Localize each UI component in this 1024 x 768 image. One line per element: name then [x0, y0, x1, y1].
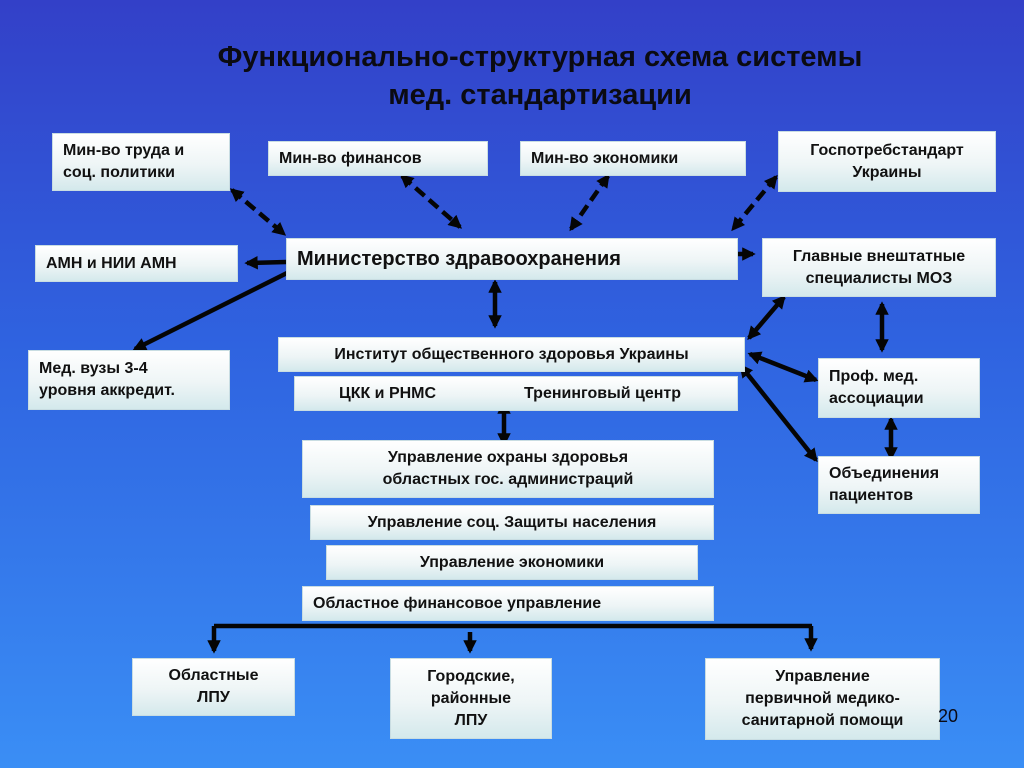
box-upravlenie-soc-label: Управление соц. Защиты населения — [367, 513, 657, 531]
box-institut: Институт общественного здоровья Украины — [278, 337, 745, 372]
box-upravlenie-ekonomiki: Управление экономики — [326, 545, 698, 580]
box-gorodskie-line3: ЛПУ — [454, 711, 488, 729]
box-glavnye-line1: Главные внештатные — [792, 247, 966, 265]
title-line-1: Функционально-структурная схема системы — [217, 41, 863, 73]
box-upravlenie-pervichnoy: Управление первичной медико-санитарной по… — [705, 658, 940, 740]
box-obyed-line1: Объединения — [829, 465, 940, 482]
box-institut-label: Институт общественного здоровья Украины — [334, 345, 689, 363]
box-glavnye-line2: специалисты МОЗ — [805, 269, 953, 287]
arrow-minzdrav-amn — [244, 255, 287, 270]
arrow-institut-obyed — [739, 363, 818, 463]
box-prof-associacii: Проф. мед. ассоциации — [818, 358, 980, 418]
box-oblastnoe-finansovoe-label: Областное финансовое управление — [313, 594, 602, 612]
box-upravlenie-ohrany: Управление охраны здоровья областных гос.… — [302, 440, 714, 498]
box-amn: АМН и НИИ АМН — [35, 245, 238, 282]
box-min-ekonomiki: Мин-во экономики — [520, 141, 746, 176]
arrow-minfin-minzdrav — [399, 174, 463, 229]
box-ckk-trening: ЦКК и РНМС Тренинговый центр — [294, 376, 738, 411]
arrow-institut-prof — [747, 351, 819, 383]
box-min-truda-line2: соц. политики — [63, 164, 175, 181]
box-glavnye-specialisty: Главные внештатные специалисты МОЗ — [762, 238, 996, 297]
slide-title: Функционально-структурная схема системы … — [120, 38, 960, 114]
box-uoz-line1: Управление охраны здоровья — [387, 449, 629, 466]
box-oblastnoe-finansovoe: Областное финансовое управление — [302, 586, 714, 621]
box-upmsp-line2: первичной медико- — [745, 690, 900, 707]
arrow-mintrud-minzdrav — [229, 188, 287, 236]
box-min-finansov: Мин-во финансов — [268, 141, 488, 176]
box-gorodskie-line1: Городские, — [427, 667, 515, 685]
box-med-vuzy-line2: уровня аккредит. — [39, 382, 175, 399]
box-prof-line2: ассоциации — [829, 390, 924, 407]
box-min-truda-line1: Мин-во труда и — [63, 142, 185, 159]
box-ckk-label: ЦКК и РНМС — [339, 384, 437, 402]
box-obyedineniya: Объединения пациентов — [818, 456, 980, 514]
box-oblastnye-lpu-line2: ЛПУ — [197, 689, 230, 706]
box-min-truda: Мин-во труда и соц. политики — [52, 133, 230, 191]
box-upmsp-line3: санитарной помощи — [741, 712, 904, 729]
box-ministerstvo: Министерство здравоохранения — [286, 238, 738, 280]
box-upravlenie-ekonomiki-label: Управление экономики — [419, 553, 605, 571]
page-number: 20 — [938, 706, 959, 726]
box-upravlenie-soc: Управление соц. Защиты населения — [310, 505, 714, 540]
box-amn-label: АМН и НИИ АМН — [46, 254, 177, 272]
arrow-glavnye-institut — [747, 294, 786, 341]
box-prof-line1: Проф. мед. — [829, 368, 919, 385]
box-gospotrebstandart-line1: Госпотребстандарт — [810, 141, 964, 159]
arrow-mineco-minzdrav — [569, 173, 610, 232]
title-line-2: мед. стандартизации — [388, 79, 692, 111]
box-gorodskie-line2: районные — [430, 689, 512, 707]
box-obyed-line2: пациентов — [829, 487, 914, 504]
box-min-ekonomiki-label: Мин-во экономики — [531, 149, 679, 167]
box-upmsp-line1: Управление — [775, 668, 870, 685]
box-min-finansov-label: Мин-во финансов — [279, 149, 422, 167]
arrow-gospotreb-minzdrav — [731, 174, 778, 232]
box-ministerstvo-label: Министерство здравоохранения — [297, 248, 621, 270]
arrow-minzdrav-vuzy — [132, 270, 289, 352]
box-trening-label: Тренинговый центр — [524, 384, 682, 402]
box-oblastnye-lpu-line1: Областные — [168, 667, 259, 684]
box-uoz-line2: областных гос. администраций — [382, 471, 634, 488]
box-gospotrebstandart-line2: Украины — [852, 163, 922, 181]
box-med-vuzy-line1: Мед. вузы 3-4 — [39, 360, 148, 377]
box-med-vuzy: Мед. вузы 3-4 уровня аккредит. — [28, 350, 230, 410]
